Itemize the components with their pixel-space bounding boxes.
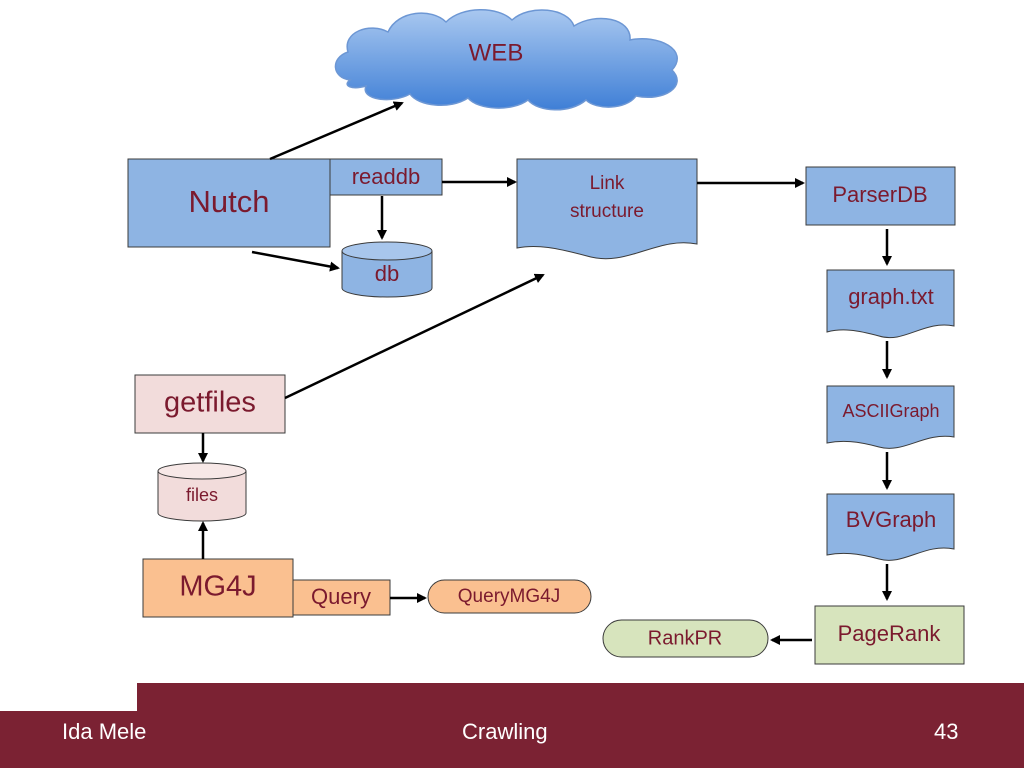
footer-bar (0, 711, 1024, 768)
query-box: Query (292, 579, 391, 616)
files-label: files (186, 485, 218, 505)
rankpr-oval: RankPR (602, 619, 769, 658)
web-label: WEB (469, 39, 524, 66)
rankpr-label: RankPR (648, 627, 722, 649)
bvgraph-doc: BVGraph (826, 493, 955, 561)
graph-txt-doc: graph.txt (826, 269, 955, 339)
footer-title: Crawling (462, 719, 548, 744)
nutch-box: Nutch (127, 158, 331, 248)
asciigraph-label: ASCIIGraph (842, 401, 939, 421)
db-cylinder: db (341, 241, 433, 298)
mg4j-box: MG4J (142, 558, 294, 618)
querymg4j-oval: QueryMG4J (427, 579, 592, 614)
asciigraph-doc: ASCIIGraph (826, 385, 955, 449)
querymg4j-label: QueryMG4J (458, 586, 560, 607)
getfiles-label: getfiles (164, 387, 256, 419)
pagerank-box: PageRank (814, 605, 965, 665)
files-cylinder: files (157, 462, 247, 522)
query-label: Query (311, 584, 371, 609)
link-structure-doc: Link structure (516, 158, 698, 260)
readdb-label: readdb (352, 164, 421, 189)
bvgraph-label: BVGraph (846, 507, 937, 532)
web-cloud: WEB (334, 9, 678, 111)
getfiles-box: getfiles (134, 374, 286, 434)
db-label: db (375, 261, 399, 286)
graph-txt-label: graph.txt (848, 284, 934, 309)
arrow-nutch-to-web (269, 101, 404, 161)
arrow-nutch-to-db (251, 250, 340, 272)
mg4j-label: MG4J (179, 571, 256, 603)
footer-author: Ida Mele (62, 719, 147, 744)
footer-bar-tab (137, 683, 1024, 711)
parserdb-label: ParserDB (832, 182, 927, 207)
readdb-box: readdb (329, 158, 443, 196)
link-structure-label-line2: structure (570, 201, 644, 222)
nutch-label: Nutch (189, 184, 270, 219)
arrow-getfiles-to-link-structure (284, 273, 545, 400)
footer-page-number: 43 (934, 719, 959, 744)
pagerank-label: PageRank (838, 621, 942, 646)
slide-footer: Ida Mele Crawling 43 (0, 683, 1024, 768)
parserdb-box: ParserDB (805, 166, 956, 226)
link-structure-label-line1: Link (590, 173, 625, 194)
arrows (198, 101, 892, 645)
